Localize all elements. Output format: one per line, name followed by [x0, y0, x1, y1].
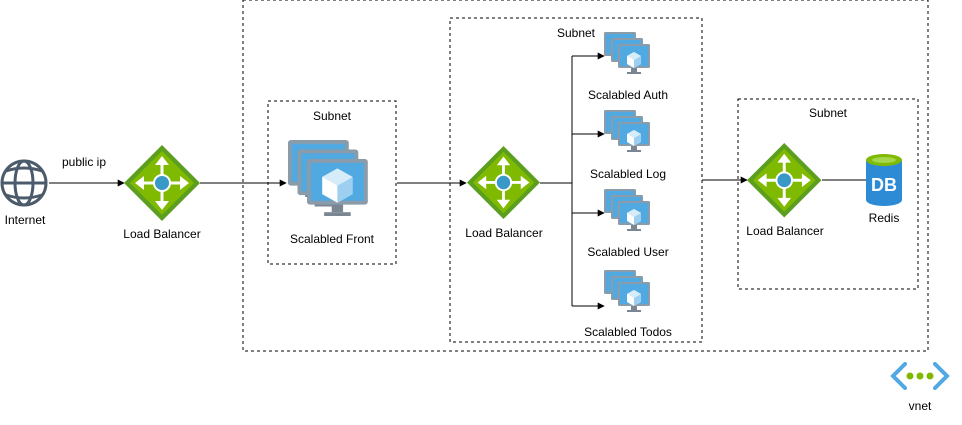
- subnet-data-label: Subnet: [809, 106, 848, 120]
- internet-node: Internet: [0, 159, 48, 227]
- load-balancer-data: Load Balancer: [745, 141, 824, 238]
- load-balancer-internal: Load Balancer: [465, 144, 543, 240]
- internet-label: Internet: [5, 213, 46, 227]
- vm-scale-set-icon: [604, 32, 650, 74]
- front-service-label: Scalabled Front: [290, 232, 375, 246]
- service-todos-label: Scalabled Todos: [584, 325, 672, 339]
- load-balancer-public-label: Load Balancer: [123, 227, 200, 241]
- subnet-front-label: Subnet: [313, 109, 352, 123]
- service-log: Scalabled Log: [590, 110, 666, 181]
- load-balancer-public: Load Balancer: [122, 143, 202, 241]
- service-log-label: Scalabled Log: [590, 167, 666, 181]
- database-icon: DB: [866, 154, 902, 206]
- vm-scale-set-icon: [604, 270, 650, 312]
- service-auth: Scalabled Auth: [588, 32, 668, 102]
- load-balancer-data-label: Load Balancer: [746, 224, 823, 238]
- globe-icon: [0, 159, 48, 207]
- subnet-data-box: [737, 98, 919, 290]
- service-user: Scalabled User: [587, 189, 669, 259]
- vm-scale-set-icon: [288, 140, 368, 216]
- service-todos: Scalabled Todos: [584, 270, 672, 339]
- vm-scale-set-icon: [604, 110, 650, 152]
- redis-node: DB Redis: [866, 154, 902, 225]
- vnet-boundary: [242, 0, 929, 352]
- redis-label: Redis: [869, 211, 900, 225]
- load-balancer-internal-label: Load Balancer: [465, 226, 542, 240]
- subnet-services-label: Subnet: [557, 26, 596, 40]
- vnet-label: vnet: [909, 399, 932, 413]
- edge-public-ip-label: public ip: [62, 155, 106, 169]
- load-balancer-icon: [465, 144, 542, 221]
- vnet-icon: [890, 362, 950, 390]
- service-user-label: Scalabled User: [587, 245, 668, 259]
- service-auth-label: Scalabled Auth: [588, 88, 668, 102]
- load-balancer-icon: [745, 141, 823, 219]
- front-service: Scalabled Front: [288, 140, 375, 246]
- load-balancer-icon: [122, 143, 202, 223]
- vnet-node: vnet: [890, 362, 950, 413]
- database-icon-text: DB: [871, 175, 897, 195]
- vm-scale-set-icon: [604, 189, 650, 231]
